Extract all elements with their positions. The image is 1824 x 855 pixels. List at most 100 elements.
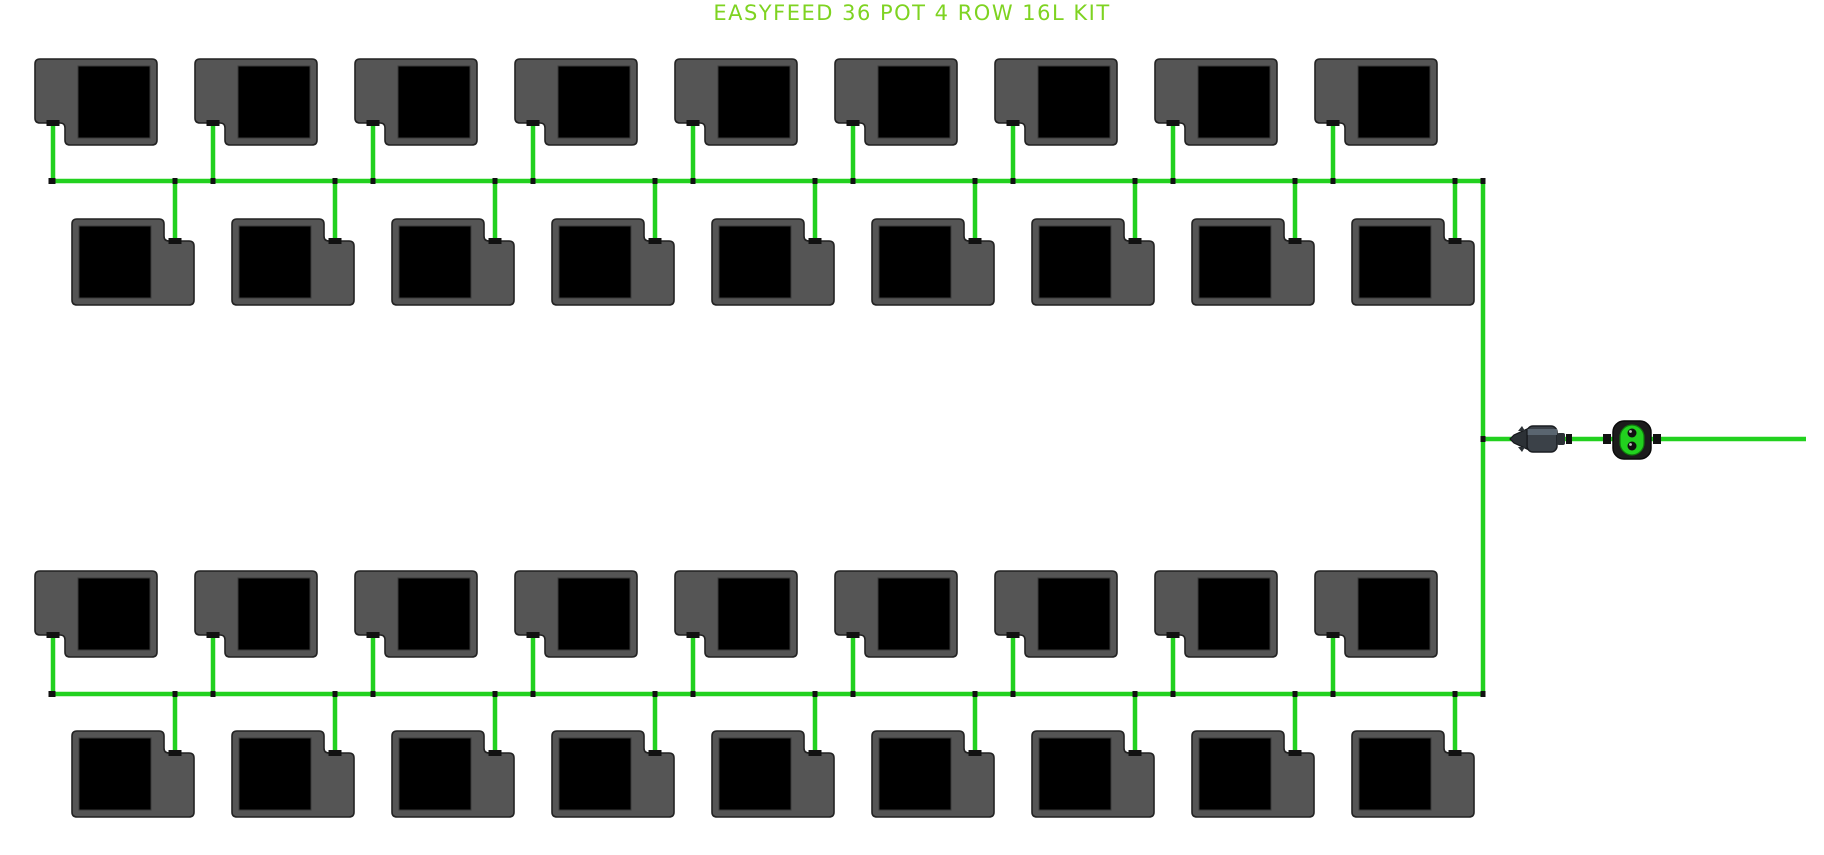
inline-components-layer [1509,420,1661,460]
filter-fitting [1566,434,1572,444]
pot-fitting [808,238,822,244]
pot-reservoir [238,737,312,811]
pot-reservoir [78,225,152,299]
tee-joint [1170,178,1176,184]
tee-joint [1132,178,1138,184]
pot-fitting [366,120,380,126]
pot-fitting [488,238,502,244]
pot-reservoir [238,225,312,299]
valve-fitting [1603,434,1611,444]
pot-fitting [846,120,860,126]
tee-joint [1480,436,1486,442]
tee-joint [370,178,376,184]
pot-fitting [1128,750,1142,756]
diagram-title: EASYFEED 36 POT 4 ROW 16L KIT [713,1,1111,25]
tee-joint [210,691,216,697]
pot-reservoir [718,737,792,811]
tee-joint [690,178,696,184]
pot-reservoir [1198,225,1272,299]
tubing-layer [50,123,1806,753]
pots-layer [34,58,1475,818]
filter-highlight [1527,429,1557,435]
pot-fitting [366,632,380,638]
pot-fitting [808,750,822,756]
tee-joint [492,691,498,697]
pot-reservoir [878,225,952,299]
pot-fitting [1166,632,1180,638]
pot-reservoir [398,225,472,299]
tee-joint [1292,178,1298,184]
pot-fitting [968,238,982,244]
pot-fitting [846,632,860,638]
tee-joint [530,178,536,184]
pot-reservoir [558,225,632,299]
pot-reservoir [1197,65,1271,139]
pot-fitting [328,750,342,756]
pot-reservoir [877,65,951,139]
pot-fitting [328,238,342,244]
tee-joint [1010,691,1016,697]
valve-port [1627,441,1637,451]
pot-reservoir [397,577,471,651]
pot-reservoir [717,65,791,139]
pot-fitting [1166,120,1180,126]
tee-joint [690,691,696,697]
pot-reservoir [557,577,631,651]
pot-reservoir [1037,577,1111,651]
tee-joint [652,178,658,184]
pot-reservoir [717,577,791,651]
pot-fitting [1326,632,1340,638]
elbow-joint [1480,178,1486,184]
valve-fitting [1653,434,1661,444]
pot-reservoir [1357,65,1431,139]
tee-joint [1010,178,1016,184]
pot-fitting [1006,632,1020,638]
tee-joint [530,691,536,697]
pot-fitting [206,632,220,638]
pot-reservoir [1198,737,1272,811]
pot-fitting [46,632,60,638]
pot-reservoir [1037,65,1111,139]
filter-cap-tip [1518,447,1525,452]
pot-reservoir [1358,737,1432,811]
tee-joint [172,691,178,697]
tee-joint [1452,178,1458,184]
pot-reservoir [237,577,311,651]
pot-reservoir [878,737,952,811]
pot-fitting [1448,750,1462,756]
pot-fitting [526,120,540,126]
tee-joint [850,691,856,697]
filter-cap-tip [1518,426,1525,431]
pot-fitting [1128,238,1142,244]
pot-reservoir [557,65,631,139]
tee-joint [332,178,338,184]
pot-fitting [1288,750,1302,756]
pot-reservoir [1038,737,1112,811]
pot-fitting [46,120,60,126]
pot-reservoir [77,65,151,139]
tee-joint [812,178,818,184]
filter-cap [1509,428,1528,450]
filter-outlet [1557,433,1565,445]
pot-reservoir [1197,577,1271,651]
pot-reservoir [397,65,471,139]
pot-fitting [648,238,662,244]
pot-fitting [1326,120,1340,126]
valve-port-shine [1629,443,1632,446]
tee-joint [332,691,338,697]
shut-off-valve-icon [1603,420,1661,460]
tee-joint [1170,691,1176,697]
pot-fitting [168,750,182,756]
pot-fitting [1448,238,1462,244]
tee-joint [1330,691,1336,697]
pot-reservoir [877,577,951,651]
tee-joint [172,178,178,184]
tee-joint [652,691,658,697]
tee-joint [1292,691,1298,697]
tee-joint [210,178,216,184]
pot-fitting [168,238,182,244]
pot-reservoir [77,577,151,651]
tee-joint [972,178,978,184]
pot-reservoir [237,65,311,139]
valve-port [1627,428,1637,438]
